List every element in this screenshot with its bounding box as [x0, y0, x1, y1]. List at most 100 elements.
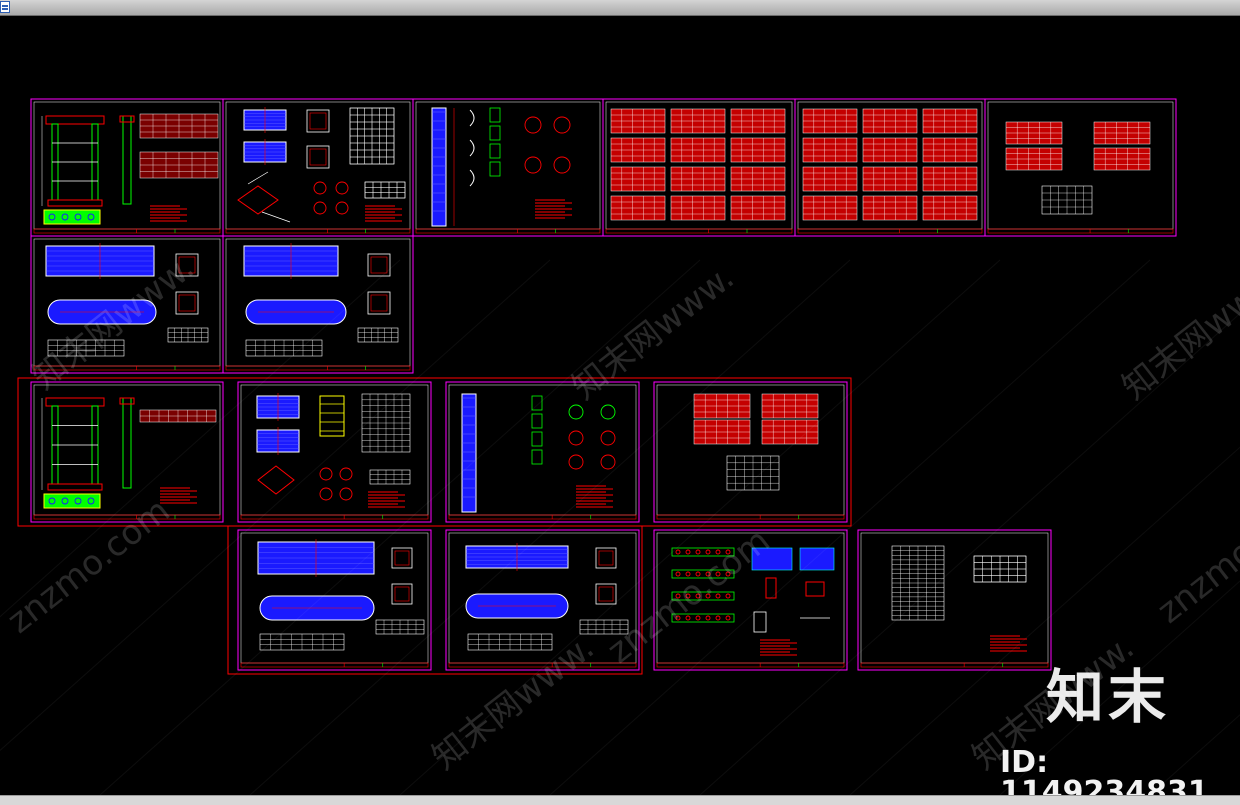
- circular-section: [600, 404, 616, 420]
- rebar-cage: [394, 550, 410, 566]
- title-block: [33, 228, 221, 234]
- rebar-cage: [309, 112, 327, 130]
- sheet-bearing-details: [653, 529, 848, 671]
- title-block: [448, 514, 637, 520]
- bar-dot: [705, 571, 711, 577]
- stirrup-detail: [531, 449, 543, 465]
- cross-section: [367, 253, 391, 277]
- title-bar[interactable]: [0, 0, 1240, 16]
- bar-dot: [685, 549, 691, 555]
- circular-section: [335, 181, 349, 195]
- pile-circle: [87, 213, 95, 221]
- cross-section: [391, 547, 413, 569]
- watermark-line: [849, 446, 1240, 795]
- title-block: [448, 662, 637, 668]
- pile-circle: [61, 497, 69, 505]
- cross-section: [306, 145, 330, 169]
- column-head: [119, 397, 135, 405]
- bar-dot: [705, 549, 711, 555]
- bar-dot: [675, 549, 681, 555]
- pile-circle: [48, 497, 56, 505]
- watermark-line: [0, 259, 401, 618]
- bar-dot: [695, 593, 701, 599]
- drawing-canvas[interactable]: [0, 16, 1240, 795]
- title-block: [605, 228, 793, 234]
- cross-section: [306, 109, 330, 133]
- circular-section: [313, 181, 327, 195]
- title-block: [240, 662, 429, 668]
- footing-plan: [43, 209, 101, 225]
- title-block: [240, 514, 429, 520]
- watermark-line: [0, 259, 551, 752]
- bearing-plan: [751, 547, 793, 571]
- rebar-cage: [309, 148, 327, 166]
- summary-table: [364, 181, 406, 199]
- beam-section: [671, 547, 735, 557]
- stirrup-detail: [531, 395, 543, 411]
- stirrup-detail: [531, 431, 543, 447]
- circular-section: [568, 404, 584, 420]
- title-block: [656, 662, 845, 668]
- bar-dot: [675, 571, 681, 577]
- cross-section: [175, 291, 199, 315]
- cross-section: [595, 583, 617, 605]
- stirrup-detail: [489, 107, 501, 123]
- circular-section: [335, 201, 349, 215]
- stirrup-detail: [489, 161, 501, 177]
- bar-dot: [695, 615, 701, 621]
- bar-dot: [705, 615, 711, 621]
- rebar-cage: [598, 550, 614, 566]
- bar-dot: [705, 593, 711, 599]
- cross-section: [175, 253, 199, 277]
- hook-detail: [469, 109, 475, 127]
- bar-dot: [715, 593, 721, 599]
- rebar-cage: [394, 586, 410, 602]
- sheet-summary: [984, 98, 1177, 237]
- stirrup-detail: [531, 413, 543, 429]
- circular-section: [600, 430, 616, 446]
- watermark-logo: 知末: [1046, 663, 1171, 731]
- bar-dot: [685, 593, 691, 599]
- watermark-line: [549, 259, 1151, 795]
- bar-dot: [695, 549, 701, 555]
- bar-dot: [685, 571, 691, 577]
- title-block: [656, 514, 845, 520]
- sheet-column-rebar: [445, 381, 640, 523]
- rebar-cage: [178, 294, 196, 312]
- cad-document-icon[interactable]: [0, 1, 10, 13]
- sheet-pile-cap: [237, 529, 432, 671]
- rebar-bend: [237, 185, 279, 215]
- watermark-line: [99, 259, 701, 795]
- anchor-detail: [753, 611, 767, 633]
- section-detail: [319, 395, 345, 437]
- sheet-quantity-tables: [653, 381, 848, 523]
- circular-section: [600, 454, 616, 470]
- bar-dot: [725, 571, 731, 577]
- rebar-cage: [370, 256, 388, 274]
- sheet-pile-cap: [445, 529, 640, 671]
- anchor-detail: [805, 581, 825, 597]
- bar-dot: [685, 615, 691, 621]
- bar-dot: [715, 571, 721, 577]
- cross-section: [367, 291, 391, 315]
- title-block: [225, 365, 411, 371]
- circular-section: [524, 156, 542, 174]
- footing: [47, 199, 103, 207]
- status-bar: [0, 795, 1240, 805]
- circular-section: [553, 116, 571, 134]
- circular-section: [568, 454, 584, 470]
- circular-section: [524, 116, 542, 134]
- column-head: [119, 115, 135, 123]
- sheet-cap-rebar: [237, 381, 432, 523]
- bar-dot: [715, 615, 721, 621]
- anchor-detail: [765, 577, 777, 599]
- footing: [47, 483, 103, 491]
- title-block: [797, 228, 983, 234]
- cap-beam: [45, 397, 105, 407]
- bar-dot: [675, 593, 681, 599]
- circular-section: [568, 430, 584, 446]
- drawing-group-frame: [227, 525, 643, 675]
- bar-dot: [695, 571, 701, 577]
- bearing-plan: [799, 547, 835, 571]
